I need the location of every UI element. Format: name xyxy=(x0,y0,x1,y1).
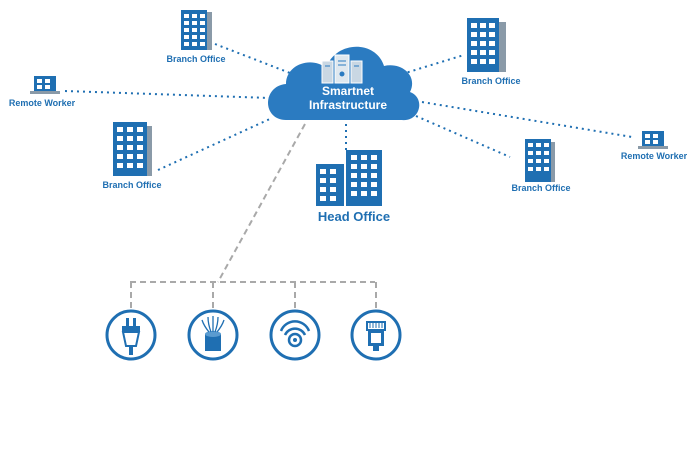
building-icon xyxy=(181,10,212,50)
remote-worker-icon xyxy=(638,131,668,149)
power-plug-icon xyxy=(105,309,157,361)
cloud-label-line2: Infrastructure xyxy=(308,98,388,112)
building-icon xyxy=(113,122,152,176)
connector-remote-right xyxy=(421,101,633,138)
building-icon xyxy=(525,139,555,182)
label-remote-right: Remote Worker xyxy=(620,151,688,161)
service-tree xyxy=(130,123,377,309)
cloud-label-line1: Smartnet xyxy=(321,84,374,98)
tree-trunk xyxy=(217,123,306,283)
connector-lines xyxy=(64,43,633,171)
head-office-icon xyxy=(316,150,382,206)
label-remote-left: Remote Worker xyxy=(8,98,76,108)
connector-branch-mid-left xyxy=(157,117,273,171)
cloud-label: Smartnet Infrastructure xyxy=(309,84,387,112)
label-branch-mid-left: Branch Office xyxy=(102,180,162,190)
building-icon xyxy=(467,18,506,72)
remote-worker-icon xyxy=(30,76,60,94)
fiber-optic-icon xyxy=(187,309,239,361)
connector-branch-mid-right xyxy=(415,115,511,158)
cloud-icon xyxy=(268,46,420,121)
connector-remote-left xyxy=(64,90,271,99)
connector-branch-top-right xyxy=(401,54,465,75)
label-branch-mid-right: Branch Office xyxy=(511,183,571,193)
connector-branch-top-left xyxy=(214,43,291,74)
label-head-office: Head Office xyxy=(317,209,391,224)
label-branch-top-left: Branch Office xyxy=(166,54,226,64)
server-icon xyxy=(321,54,363,84)
label-branch-top-right: Branch Office xyxy=(461,76,521,86)
ethernet-icon xyxy=(350,309,402,361)
wifi-icon xyxy=(269,309,321,361)
